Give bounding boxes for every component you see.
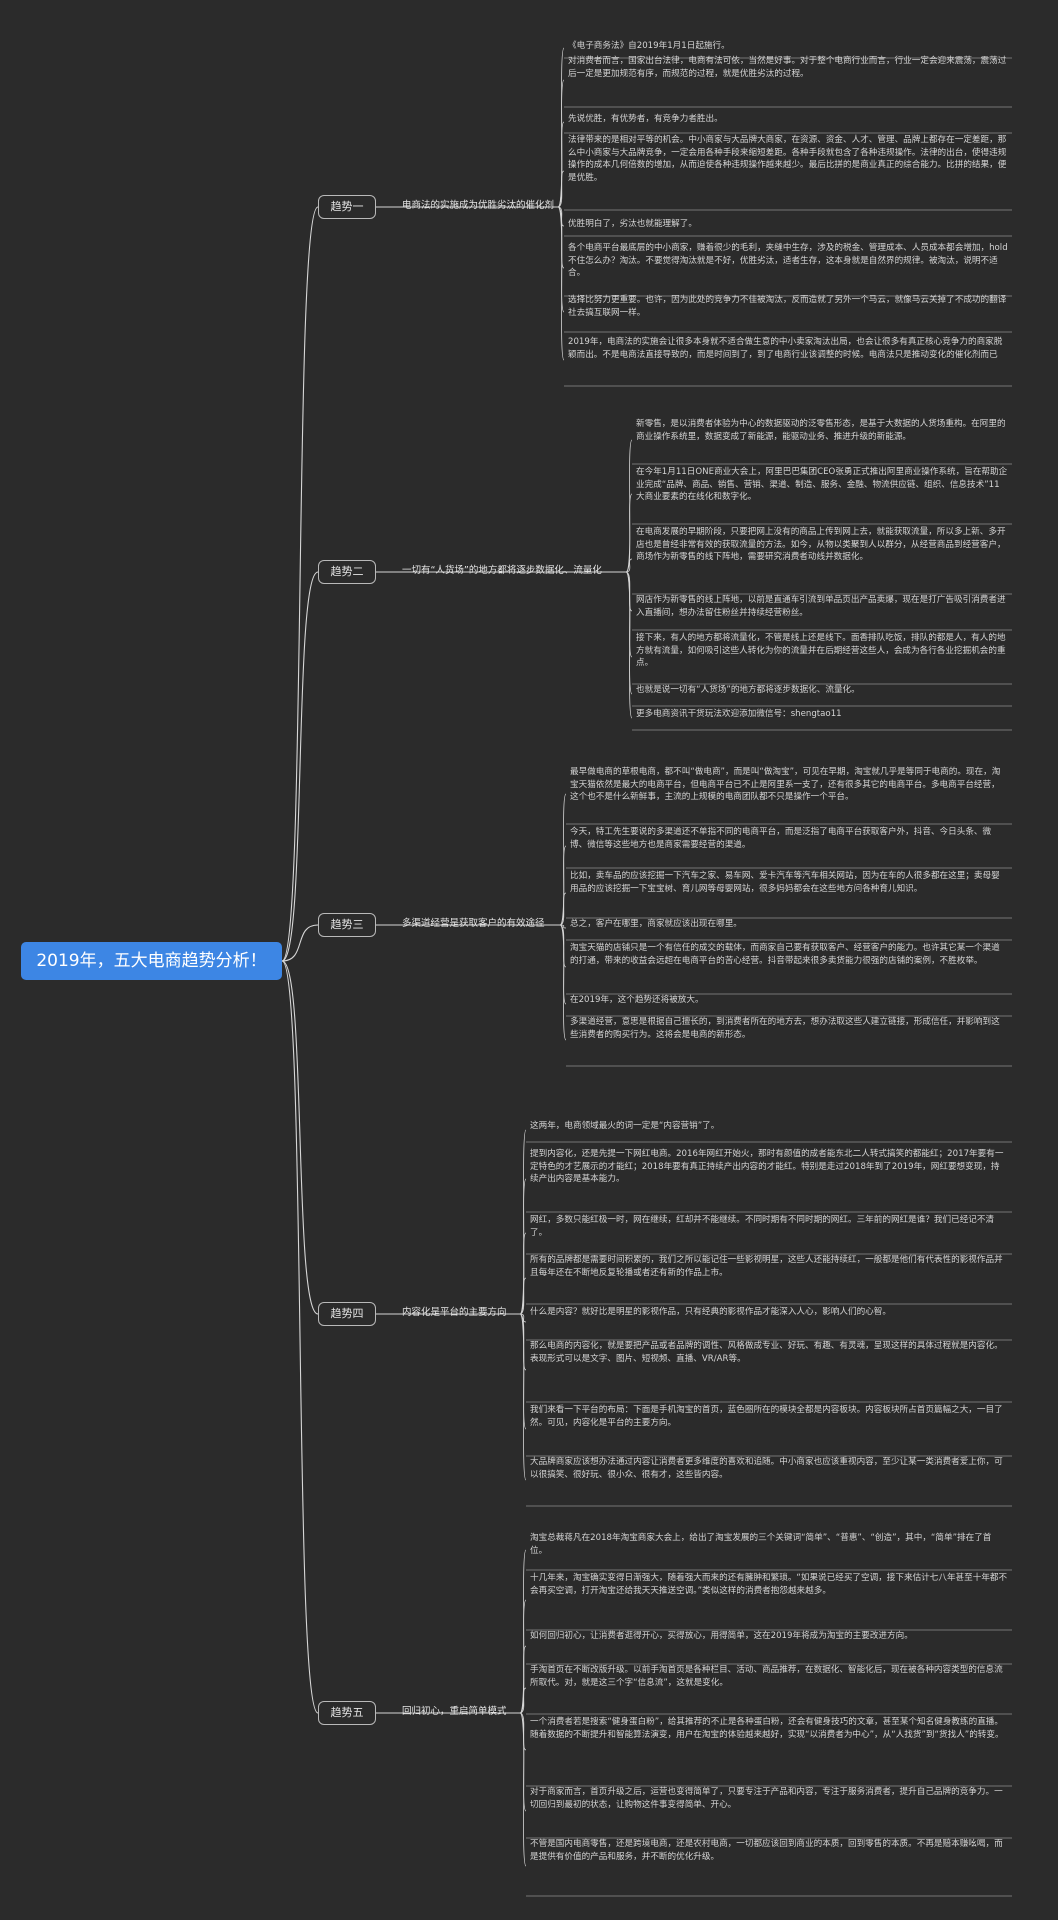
branch-3-leaf-2[interactable]: 今天，特工先生要说的多渠道还不单指不同的电商平台，而是泛指了电商平台获取客户外，… — [570, 827, 992, 850]
branch-1-leaf-6[interactable]: 各个电商平台最底层的中小商家，赚着很少的毛利，夹缝中生存，涉及的税金、管理成本、… — [568, 243, 1008, 279]
branch-4-leaf-5[interactable]: 什么是内容？就好比是明星的影视作品，只有经典的影视作品才能深入人心，影响人们的心… — [530, 1307, 891, 1317]
leaf-connector — [519, 1277, 527, 1315]
branch-1-leaf-4[interactable]: 法律带来的是相对平等的机会。中小商家与大品牌大商家，在资源、资金、人才、管理、品… — [568, 135, 1007, 183]
branch-3-leaf-7[interactable]: 多渠道经营，意思是根据自己擅长的，到消费者所在的地方去，想办法取这些人建立链接，… — [570, 1017, 1000, 1040]
branch-node-1[interactable]: 趋势一 — [318, 195, 376, 219]
root-node[interactable]: 2019年，五大电商趋势分析！ — [21, 942, 282, 980]
branch-5-leaf-2[interactable]: 十几年来，淘宝确实变得日渐强大，随着强大而来的还有臃肿和繁琐。“如果说已经买了空… — [530, 1573, 1008, 1596]
branch-1-leaf-2[interactable]: 对消费者而言，国家出台法律，电商有法可依，当然是好事。对于整个电商行业而言，行业… — [568, 56, 1007, 79]
branch-1-leaf-1[interactable]: 《电子商务法》自2019年1月1日起施行。 — [568, 41, 730, 51]
branch-5-leaf-3[interactable]: 如何回归初心，让消费者逛得开心，买得放心，用得简单，这在2019年将成为淘宝的主… — [530, 1631, 913, 1641]
branch-node-4[interactable]: 趋势四 — [318, 1302, 376, 1326]
leaf-connector — [519, 1712, 527, 1867]
branch-node-5[interactable]: 趋势五 — [318, 1701, 376, 1725]
branch-4-leaf-8[interactable]: 大品牌商家应该想办法通过内容让消费者更多维度的喜欢和追随。中小商家也应该重视内容… — [530, 1457, 1003, 1480]
branch-2-leaf-6[interactable]: 也就是说一切有“人货场”的地方都将逐步数据化、流量化。 — [636, 685, 860, 695]
branch-1-leaf-5[interactable]: 优胜明白了，劣汰也就能理解了。 — [568, 219, 697, 229]
branch-2-leaf-3[interactable]: 在电商发展的早期阶段，只要把网上没有的商品上传到网上去，就能获取流量，所以多上新… — [636, 527, 1006, 563]
leaf-connector — [519, 1645, 527, 1714]
root-to-branch-connector — [281, 206, 319, 962]
root-to-branch-connector — [281, 924, 319, 962]
branch-3-leaf-3[interactable]: 比如，卖车品的应该挖掘一下汽车之家、易车网、爱卡汽车等汽车相关网站，因为在车的人… — [570, 871, 1000, 894]
branch-4-leaf-3[interactable]: 网红，多数只能红极一时，网在继续，红却并不能继续。不同时期有不同时期的网红。三年… — [530, 1215, 995, 1238]
root-to-branch-connector — [281, 960, 319, 1315]
branch-1-leaf-8[interactable]: 2019年，电商法的实施会让很多本身就不适合做生意的中小卖家淘汰出局，也会让很多… — [568, 337, 1003, 360]
branch-4-leaf-1[interactable]: 这两年，电商领域最火的词一定是“内容营销”了。 — [530, 1121, 720, 1131]
branch-3-leaf-6[interactable]: 在2019年，这个趋势还将被放大。 — [570, 995, 704, 1005]
branch-2-leaf-2[interactable]: 在今年1月11日ONE商业大会上，阿里巴巴集团CEO张勇正式推出阿里商业操作系统… — [636, 467, 1008, 503]
leaf-connector — [519, 1232, 527, 1315]
branch-5-leaf-7[interactable]: 不管是国内电商零售，还是跨境电商，还是农村电商，一切都应该回到商业的本质，回到零… — [530, 1839, 1003, 1862]
branch-4-leaf-4[interactable]: 所有的品牌都是需要时间积累的，我们之所以能记住一些影视明星，这些人还能持续红，一… — [530, 1255, 1003, 1278]
branch-4-leaf-2[interactable]: 提到内容化，还是先提一下网红电商。2016年网红开始火，那时有颜值的成者能东北二… — [530, 1149, 1004, 1185]
leaf-connector — [519, 1313, 527, 1481]
leaf-connector — [557, 121, 565, 208]
branch-topic-1[interactable]: 电商法的实施成为优胜劣汰的催化剂 — [402, 200, 555, 211]
branch-topic-4[interactable]: 内容化是平台的主要方向 — [402, 1307, 507, 1318]
branch-1-leaf-3[interactable]: 先说优胜，有优势者，有竞争力者胜出。 — [568, 114, 723, 124]
leaf-connector — [557, 206, 565, 361]
branch-node-2[interactable]: 趋势二 — [318, 560, 376, 584]
leaf-connector — [519, 1687, 527, 1714]
branch-3-leaf-4[interactable]: 总之，客户在哪里，商家就应该出现在哪里。 — [570, 919, 742, 929]
branch-2-leaf-1[interactable]: 新零售，是以消费者体验为中心的数据驱动的泛零售形态，是基于大数据的人货场重构。在… — [636, 419, 1006, 442]
branch-topic-5[interactable]: 回归初心，重启简单模式 — [402, 1706, 507, 1717]
branch-5-leaf-4[interactable]: 手淘首页在不断改版升级。以前手淘首页是各种栏目、活动、商品推荐，在数据化、智能化… — [530, 1665, 1003, 1688]
branch-node-3[interactable]: 趋势三 — [318, 913, 376, 937]
branch-5-leaf-1[interactable]: 淘宝总裁蒋凡在2018年淘宝商家大会上，给出了淘宝发展的三个关键词“简单”、“普… — [530, 1533, 992, 1556]
branch-1-leaf-7[interactable]: 选择比努力更重要。也许，因为此处的竞争力不佳被淘汰，反而造就了另外一个马云，就像… — [568, 295, 1007, 318]
branch-2-leaf-5[interactable]: 接下来，有人的地方都将流量化，不管是线上还是线下。面香排队吃饭，排队的都是人，有… — [636, 633, 1006, 669]
leaf-connector — [559, 892, 567, 926]
branch-topic-2[interactable]: 一切有“人货场”的地方都将逐步数据化、流量化 — [402, 565, 602, 576]
branch-4-leaf-7[interactable]: 我们来看一下平台的布局：下面是手机淘宝的首页，蓝色圈所在的模块全都是内容板块。内… — [530, 1405, 1003, 1428]
leaf-connector — [559, 924, 567, 1041]
branch-5-leaf-6[interactable]: 对于商家而言，首页升级之后，运营也变得简单了，只要专注于产品和内容，专注于服务消… — [530, 1787, 1003, 1810]
leaf-connector — [625, 558, 633, 573]
branch-5-leaf-5[interactable]: 一个消费者若是搜索“健身蛋白粉”，给其推荐的不止是各种蛋白粉，还会有健身技巧的文… — [530, 1717, 1004, 1740]
leaf-connector — [559, 924, 567, 929]
root-to-branch-connector — [281, 960, 319, 1714]
leaf-connector — [557, 170, 565, 208]
root-to-branch-connector — [281, 571, 319, 962]
branch-3-leaf-5[interactable]: 淘宝天猫的店铺只是一个有信任的成交的载体，而商家自己要有获取客户、经营客户的能力… — [570, 943, 1000, 966]
branch-2-leaf-4[interactable]: 网店作为新零售的线上阵地，以前是直通车引流到单品页出产品卖爆，现在是打广告吸引消… — [636, 595, 1006, 618]
leaf-connector — [559, 845, 567, 926]
branch-4-leaf-6[interactable]: 那么电商的内容化，就是要把产品或者品牌的调性、风格做成专业、好玩、有趣、有灵魂，… — [530, 1341, 1003, 1364]
leaf-connector — [519, 1313, 527, 1323]
branch-2-leaf-7[interactable]: 更多电商资讯干货玩法欢迎添加微信号：shengtao11 — [636, 709, 842, 719]
branch-topic-3[interactable]: 多渠道经营是获取客户的有效途径 — [402, 918, 545, 929]
leaf-connector — [625, 571, 633, 719]
leaf-connector — [625, 493, 633, 573]
branch-3-leaf-1[interactable]: 最早做电商的草根电商，都不叫“做电商”，而是叫“做淘宝”，可见在早期，淘宝就几乎… — [570, 767, 1001, 803]
